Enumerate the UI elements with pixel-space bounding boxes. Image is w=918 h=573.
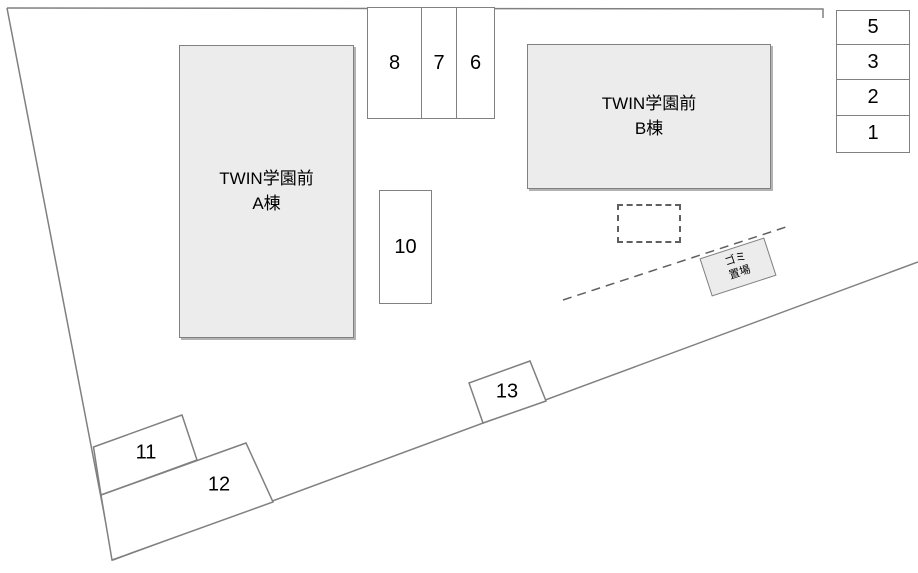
parking-spot-1-label: 1 <box>867 122 879 144</box>
parking-spot-13-label: 13 <box>495 380 519 403</box>
parking-spot-8: 8 <box>367 7 422 119</box>
dashed-rectangle-outline <box>617 204 681 243</box>
parking-spot-2: 2 <box>836 79 910 116</box>
parking-spot-8-label: 8 <box>388 51 401 74</box>
parking-spot-5: 5 <box>836 10 910 45</box>
parking-spot-12-shape <box>100 442 275 562</box>
building-b-name: TWIN学園前 <box>601 93 697 113</box>
building-b-unit: B棟 <box>634 118 664 138</box>
parking-spot-12-label: 12 <box>207 473 231 496</box>
parking-spot-7: 7 <box>420 7 458 119</box>
parking-spot-6-label: 6 <box>469 51 482 74</box>
building-b: TWIN学園前 B棟 <box>527 44 771 189</box>
parking-spot-7-label: 7 <box>433 51 445 74</box>
parking-spot-11-label: 11 <box>135 441 157 464</box>
parking-spot-1: 1 <box>836 114 910 153</box>
parking-spot-3: 3 <box>836 43 910 81</box>
parking-spot-6: 6 <box>456 7 495 119</box>
building-a: TWIN学園前 A棟 <box>179 45 354 338</box>
access-dashed-line <box>562 226 787 301</box>
parking-spot-2-label: 2 <box>867 86 879 108</box>
parking-spot-10-label: 10 <box>394 235 417 258</box>
parking-spot-10: 10 <box>379 190 432 304</box>
building-a-unit: A棟 <box>252 193 281 213</box>
boundary-top-line <box>6 7 824 18</box>
parking-spot-3-label: 3 <box>867 50 879 73</box>
parking-spot-13-shape <box>468 360 547 424</box>
building-a-name: TWIN学園前 <box>219 168 314 188</box>
parking-spot-5-label: 5 <box>867 16 879 38</box>
